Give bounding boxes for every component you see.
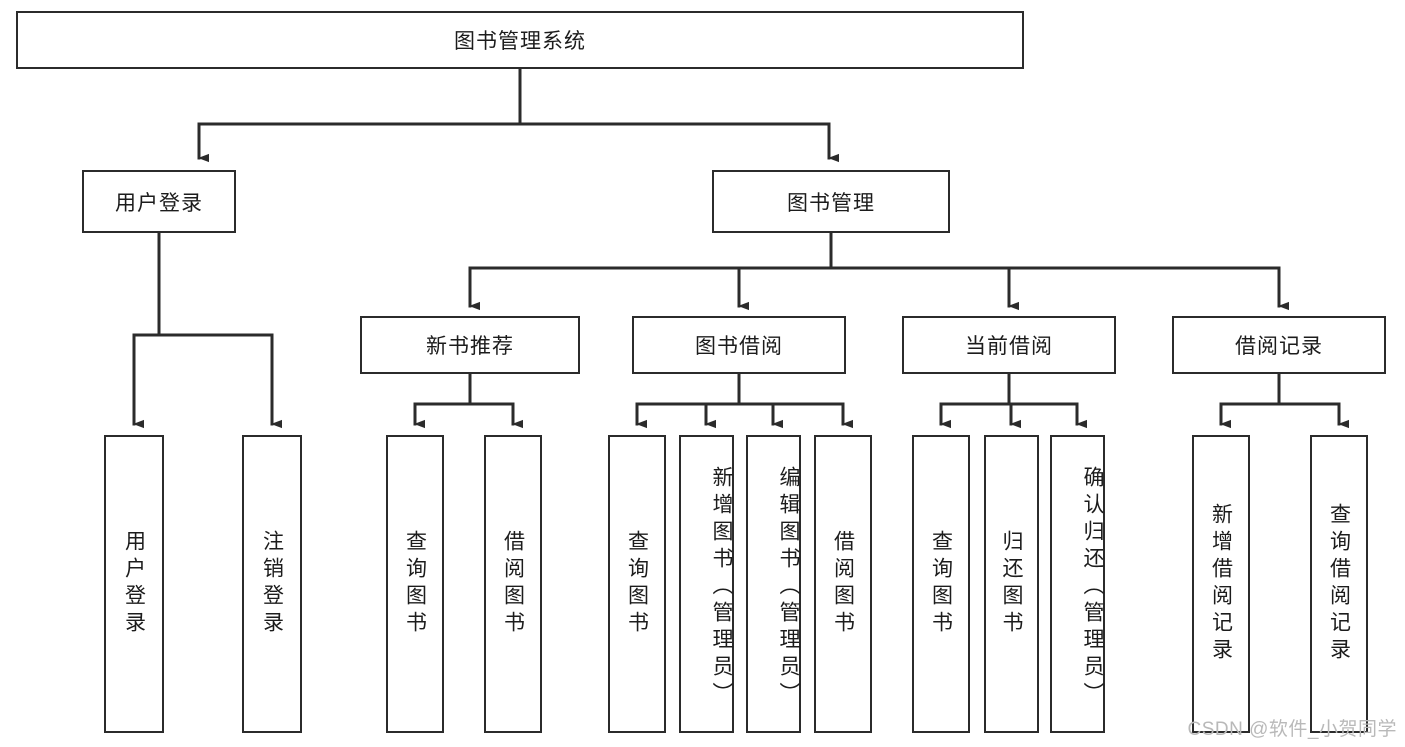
leaf-user-login[interactable]: 用户登录 <box>104 435 164 733</box>
leaf-borrow-book-rec[interactable]: 借阅图书 <box>484 435 542 733</box>
node-new-book-rec[interactable]: 新书推荐 <box>360 316 580 374</box>
leaf-add-book[interactable]: 新增图书（管理员） <box>679 435 734 733</box>
leaf-query-record[interactable]: 查询借阅记录 <box>1310 435 1368 733</box>
leaf-borrow-book[interactable]: 借阅图书 <box>814 435 872 733</box>
leaf-query-book-borrow[interactable]: 查询图书 <box>608 435 666 733</box>
leaf-logout[interactable]: 注销登录 <box>242 435 302 733</box>
node-borrow-record[interactable]: 借阅记录 <box>1172 316 1386 374</box>
node-book-borrow[interactable]: 图书借阅 <box>632 316 846 374</box>
leaf-return-book[interactable]: 归还图书 <box>984 435 1039 733</box>
leaf-query-book-cur[interactable]: 查询图书 <box>912 435 970 733</box>
leaf-edit-book[interactable]: 编辑图书（管理员） <box>746 435 801 733</box>
node-root[interactable]: 图书管理系统 <box>16 11 1024 69</box>
leaf-confirm-return[interactable]: 确认归还（管理员） <box>1050 435 1105 733</box>
leaf-query-book-rec[interactable]: 查询图书 <box>386 435 444 733</box>
leaf-add-record[interactable]: 新增借阅记录 <box>1192 435 1250 733</box>
csdn-watermark: CSDN @软件_小贺同学 <box>1187 719 1397 740</box>
node-book-manage[interactable]: 图书管理 <box>712 170 950 233</box>
node-current-borrow[interactable]: 当前借阅 <box>902 316 1116 374</box>
node-user-login[interactable]: 用户登录 <box>82 170 236 233</box>
